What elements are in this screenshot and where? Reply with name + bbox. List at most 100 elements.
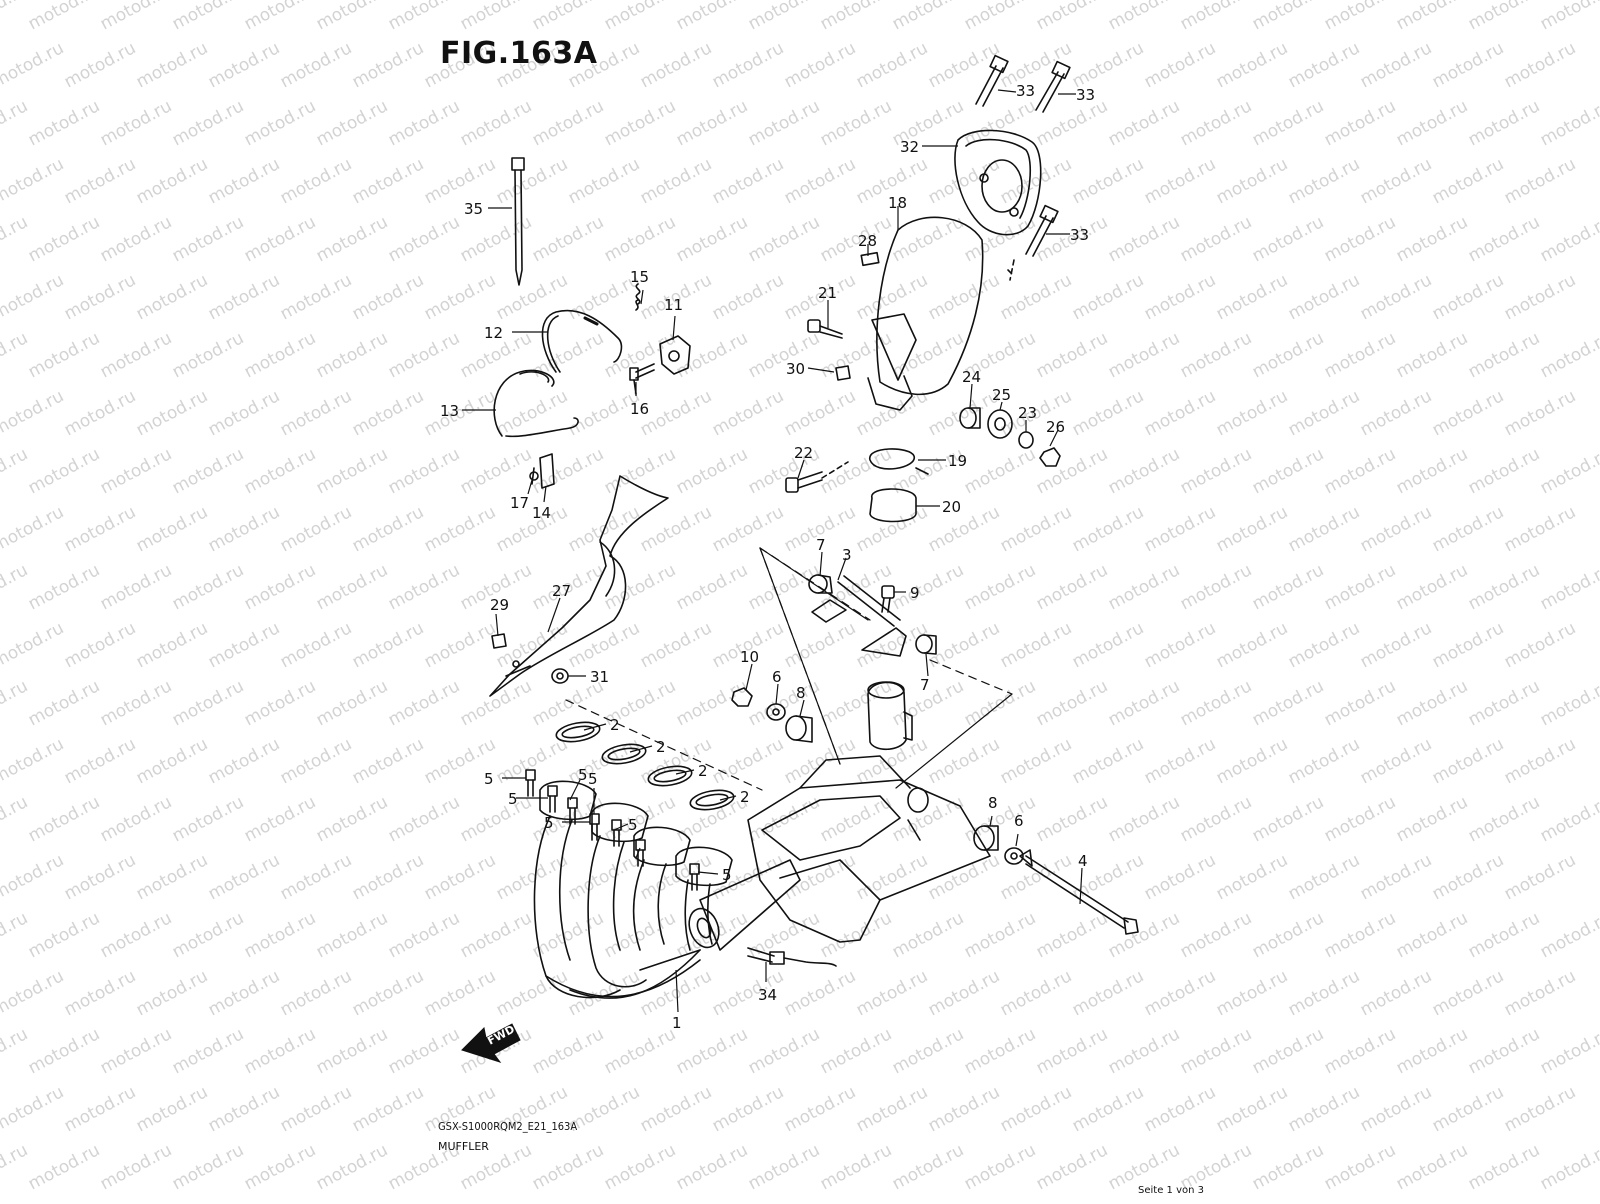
watermark-text: motod.ru <box>61 850 139 904</box>
watermark-text: motod.ru <box>1069 154 1147 208</box>
callout-c11: 11 <box>664 296 683 314</box>
callout-c17: 17 <box>510 494 529 512</box>
watermark-text: motod.ru <box>133 1082 211 1136</box>
watermark-text: motod.ru <box>493 618 571 672</box>
watermark-text: motod.ru <box>1177 1024 1255 1078</box>
callout-c35: 35 <box>464 200 483 218</box>
bolt-21-nut-30 <box>807 319 851 381</box>
watermark-text: motod.ru <box>529 96 607 150</box>
watermark-text: motod.ru <box>817 908 895 962</box>
watermark-text: motod.ru <box>601 212 679 266</box>
watermark-text: motod.ru <box>1501 386 1579 440</box>
watermark-text: motod.ru <box>745 0 823 34</box>
watermark-text: motod.ru <box>1141 1082 1219 1136</box>
watermark-text: motod.ru <box>97 676 175 730</box>
watermark-text: motod.ru <box>349 734 427 788</box>
watermark-text: motod.ru <box>97 328 175 382</box>
watermark-text: motod.ru <box>313 328 391 382</box>
right-mount-parts <box>973 825 1139 935</box>
watermark-text: motod.ru <box>673 1140 751 1194</box>
watermark-text: motod.ru <box>0 908 31 962</box>
watermark-text: motod.ru <box>1429 618 1507 672</box>
watermark-text: motod.ru <box>313 908 391 962</box>
callout-c25: 25 <box>992 386 1011 404</box>
watermark-text: motod.ru <box>1213 734 1291 788</box>
watermark-text: motod.ru <box>169 212 247 266</box>
watermark-text: motod.ru <box>205 966 283 1020</box>
clip-bracket-group <box>629 283 691 395</box>
watermark-text: motod.ru <box>385 560 463 614</box>
watermark-text: motod.ru <box>1537 1024 1600 1078</box>
watermark-text: motod.ru <box>421 618 499 672</box>
watermark-text: motod.ru <box>277 618 355 672</box>
watermark-text: motod.ru <box>1429 386 1507 440</box>
watermark-text: motod.ru <box>1249 908 1327 962</box>
watermark-text: motod.ru <box>565 154 643 208</box>
watermark-text: motod.ru <box>1465 212 1543 266</box>
watermark-text: motod.ru <box>385 792 463 846</box>
muffler-body-part <box>860 216 984 411</box>
watermark-text: motod.ru <box>781 618 859 672</box>
muffler-end-cap-part <box>954 129 1042 236</box>
watermark-text: motod.ru <box>637 618 715 672</box>
callout-c6a: 6 <box>772 668 782 686</box>
watermark-text: motod.ru <box>1537 560 1600 614</box>
watermark-text: motod.ru <box>241 0 319 34</box>
watermark-text: motod.ru <box>1105 560 1183 614</box>
watermark-text: motod.ru <box>529 1024 607 1078</box>
watermark-text: motod.ru <box>817 676 895 730</box>
callout-c26: 26 <box>1046 418 1065 436</box>
watermark-text: motod.ru <box>385 328 463 382</box>
watermark-text: motod.ru <box>385 212 463 266</box>
callout-c7b: 7 <box>920 676 930 694</box>
watermark-text: motod.ru <box>1393 1024 1471 1078</box>
watermark-text: motod.ru <box>1213 850 1291 904</box>
watermark-text: motod.ru <box>601 0 679 34</box>
watermark-text: motod.ru <box>1249 212 1327 266</box>
watermark-text: motod.ru <box>1213 502 1291 556</box>
watermark-text: motod.ru <box>169 0 247 34</box>
watermark-text: motod.ru <box>889 908 967 962</box>
watermark-text: motod.ru <box>853 502 931 556</box>
watermark-text: motod.ru <box>1285 734 1363 788</box>
watermark-text: motod.ru <box>1357 386 1435 440</box>
watermark-text: motod.ru <box>25 676 103 730</box>
watermark-text: motod.ru <box>1501 966 1579 1020</box>
watermark-text: motod.ru <box>1465 328 1543 382</box>
watermark-text: motod.ru <box>97 1024 175 1078</box>
watermark-text: motod.ru <box>1501 1082 1579 1136</box>
watermark-text: motod.ru <box>1501 38 1579 92</box>
watermark-text: motod.ru <box>601 908 679 962</box>
watermark-text: motod.ru <box>997 270 1075 324</box>
sensor-cable-upper-part <box>541 309 623 373</box>
callout-c6b: 6 <box>1014 812 1024 830</box>
watermark-text: motod.ru <box>169 96 247 150</box>
watermark-text: motod.ru <box>1069 1082 1147 1136</box>
watermark-text: motod.ru <box>241 328 319 382</box>
watermark-text: motod.ru <box>961 792 1039 846</box>
watermark-text: motod.ru <box>169 444 247 498</box>
watermark-text: motod.ru <box>313 1024 391 1078</box>
watermark-text: motod.ru <box>1393 328 1471 382</box>
watermark-text: motod.ru <box>277 386 355 440</box>
watermark-text: motod.ru <box>1177 676 1255 730</box>
watermark-text: motod.ru <box>1465 1140 1543 1194</box>
watermark-text: motod.ru <box>1141 270 1219 324</box>
watermark-text: motod.ru <box>457 676 535 730</box>
watermark-text: motod.ru <box>349 502 427 556</box>
watermark-text: motod.ru <box>1429 850 1507 904</box>
watermark-text: motod.ru <box>1105 444 1183 498</box>
watermark-text: motod.ru <box>853 966 931 1020</box>
watermark-text: motod.ru <box>97 908 175 962</box>
watermark-text: motod.ru <box>745 328 823 382</box>
watermark-text: motod.ru <box>745 96 823 150</box>
watermark-text: motod.ru <box>1141 734 1219 788</box>
watermark-text: motod.ru <box>1069 734 1147 788</box>
watermark-text: motod.ru <box>133 618 211 672</box>
leader-lines <box>462 89 1083 1013</box>
watermark-text: motod.ru <box>601 328 679 382</box>
watermark-text: motod.ru <box>1033 560 1111 614</box>
callout-c13: 13 <box>440 402 459 420</box>
callout-c14: 14 <box>532 504 551 522</box>
watermark-text: motod.ru <box>1465 0 1543 34</box>
